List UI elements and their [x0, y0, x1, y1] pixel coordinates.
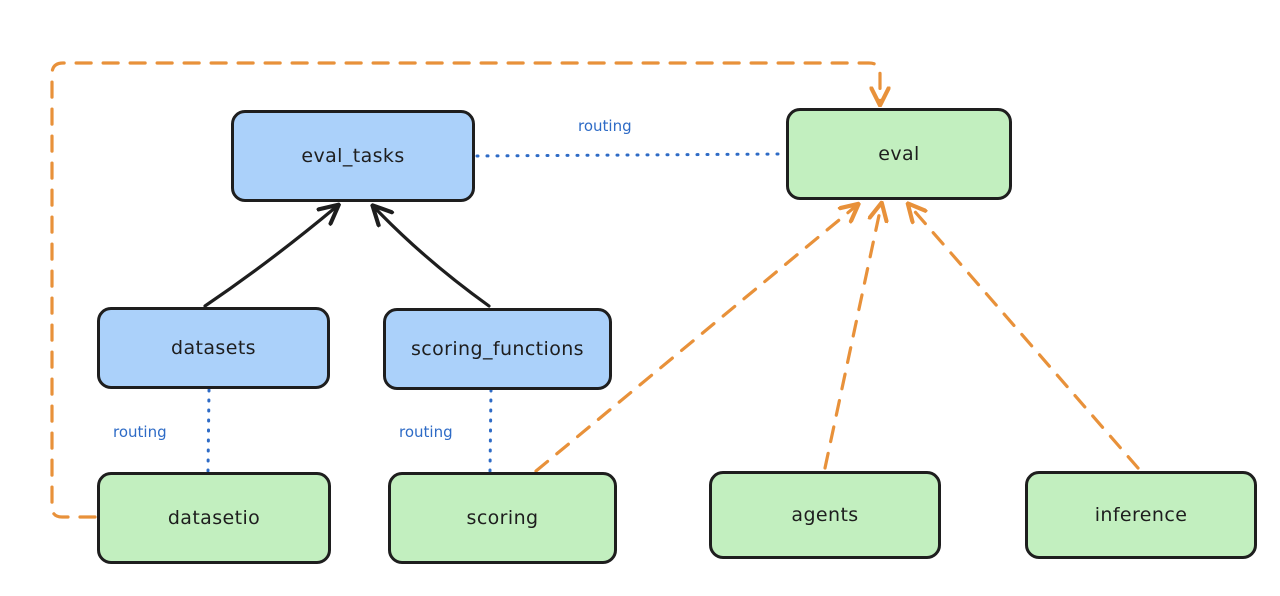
edge-label-routing-datasets-datasetio: routing: [113, 423, 167, 441]
edge-label-routing-scoring-functions-scoring: routing: [399, 423, 453, 441]
edge-scoring-to-eval: [534, 206, 856, 473]
node-agents[interactable]: agents: [709, 471, 941, 559]
edge-agents-to-eval: [823, 206, 881, 470]
node-label: agents: [791, 504, 859, 526]
node-inference[interactable]: inference: [1025, 471, 1257, 559]
node-label: eval_tasks: [301, 145, 405, 167]
edge-datasets-to-eval-tasks: [203, 207, 336, 308]
node-scoring-functions[interactable]: scoring_functions: [383, 308, 612, 390]
node-label: eval: [878, 143, 920, 165]
edge-datasets-to-datasetio: [206, 388, 211, 473]
node-eval-tasks[interactable]: eval_tasks: [231, 110, 475, 202]
node-scoring[interactable]: scoring: [388, 472, 617, 564]
node-label: inference: [1094, 504, 1188, 526]
node-label: scoring: [466, 507, 539, 529]
edge-eval-tasks-to-eval: [475, 152, 786, 158]
node-datasets[interactable]: datasets: [97, 307, 330, 389]
edge-label-routing-eval-tasks-eval: routing: [578, 117, 632, 135]
node-datasetio[interactable]: datasetio: [97, 472, 331, 564]
node-label: scoring_functions: [411, 338, 584, 360]
edge-scoring-functions-to-scoring: [488, 388, 493, 473]
edge-datasetio-to-eval: [50, 61, 880, 519]
node-eval[interactable]: eval: [786, 108, 1012, 200]
edge-inference-to-eval: [910, 206, 1140, 470]
node-label: datasets: [171, 337, 256, 359]
edge-scoring-functions-to-eval-tasks: [375, 208, 491, 308]
node-label: datasetio: [167, 507, 261, 529]
